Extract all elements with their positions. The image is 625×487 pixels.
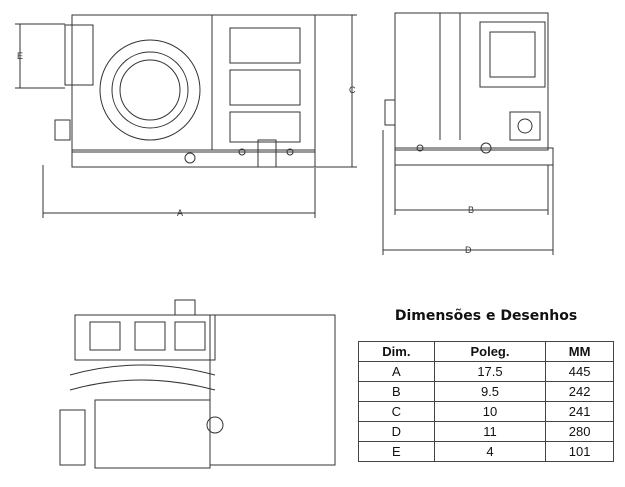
table-title: Dimensões e Desenhos xyxy=(394,308,578,324)
dim-label-c: C xyxy=(349,85,356,95)
cell-dim: B xyxy=(358,381,435,402)
front-view xyxy=(54,14,316,168)
cell-poleg: 9.5 xyxy=(433,381,547,402)
side-view xyxy=(384,12,554,166)
cell-mm: 242 xyxy=(545,381,614,402)
header-dim: Dim. xyxy=(358,341,435,362)
cell-poleg: 10 xyxy=(433,401,547,422)
table-header-row: Dim. Poleg. MM xyxy=(358,341,614,362)
cell-mm: 445 xyxy=(545,361,614,382)
cell-dim: A xyxy=(358,361,435,382)
dim-label-a: A xyxy=(177,208,183,218)
header-poleg: Poleg. xyxy=(433,341,547,362)
dim-label-e: E xyxy=(17,51,23,61)
cell-poleg: 11 xyxy=(433,421,547,442)
cell-mm: 241 xyxy=(545,401,614,422)
cell-mm: 280 xyxy=(545,421,614,442)
cell-poleg: 17.5 xyxy=(433,361,547,382)
cell-poleg: 4 xyxy=(433,441,547,462)
cell-dim: C xyxy=(358,401,435,422)
header-mm: MM xyxy=(545,341,614,362)
cell-mm: 101 xyxy=(545,441,614,462)
cell-dim: E xyxy=(358,441,435,462)
dimension-lines-front xyxy=(15,14,357,218)
cell-dim: D xyxy=(358,421,435,442)
dim-label-b: B xyxy=(468,205,474,215)
dimension-lines-side xyxy=(382,130,554,255)
dim-label-d: D xyxy=(465,245,472,255)
top-view xyxy=(59,299,336,469)
